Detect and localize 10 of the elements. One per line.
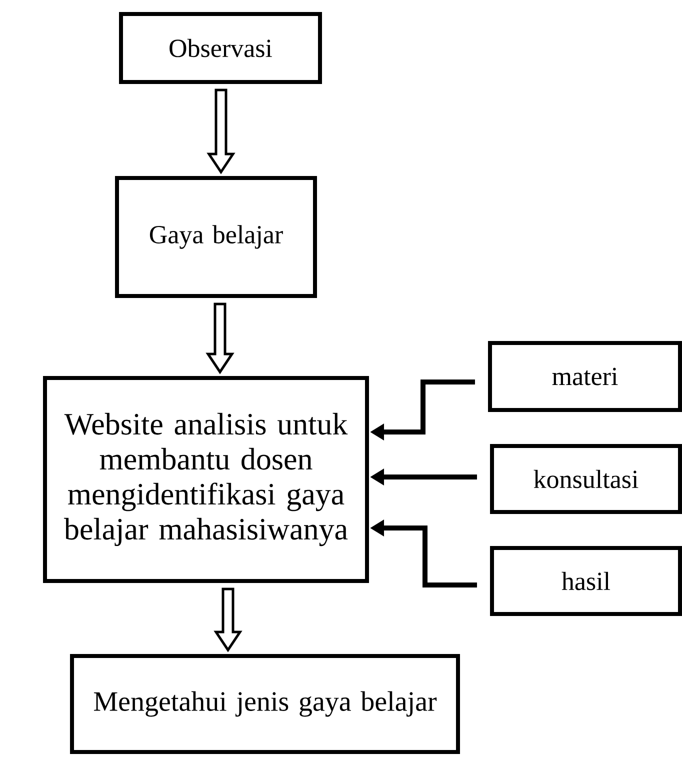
process-box: Website analisis untuk membantu dosen mengidentifikasi gaya belajar mahasisiwanya	[43, 376, 369, 583]
process-box: hasil	[490, 546, 682, 616]
process-box: materi	[488, 341, 682, 412]
hollow-arrow	[206, 302, 234, 374]
hollow-arrow	[214, 588, 242, 652]
hollow-arrow	[206, 88, 236, 174]
process-box: Gaya belajar	[115, 176, 317, 298]
process-box: Mengetahui jenis gaya belajar	[70, 654, 460, 754]
process-box: konsultasi	[490, 444, 682, 514]
process-box: Observasi	[119, 12, 322, 84]
